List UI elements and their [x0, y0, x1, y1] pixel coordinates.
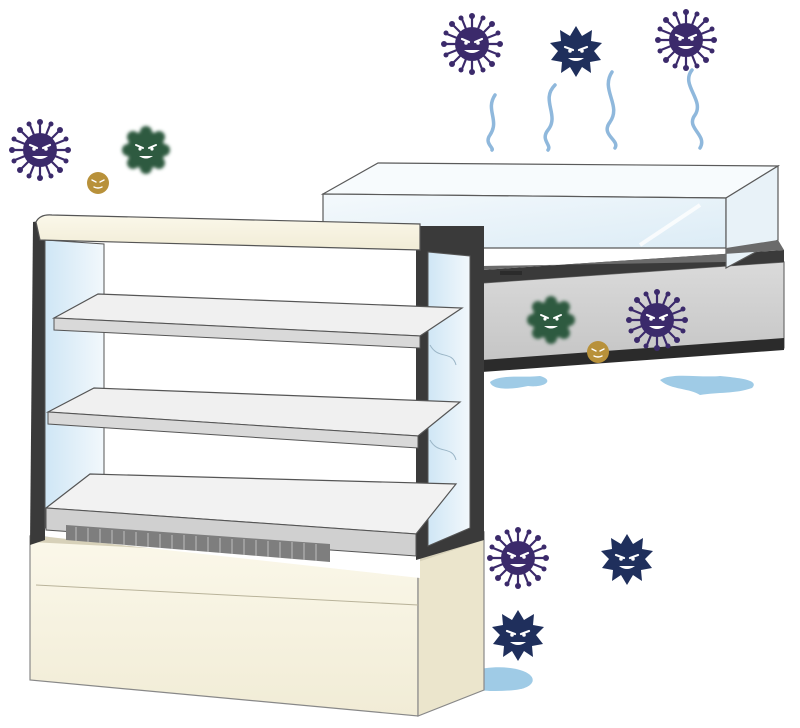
green-germ-icon: [527, 296, 575, 344]
purple-virus-icon: [485, 525, 551, 591]
gold-bacteria-icon: [586, 340, 610, 364]
green-germ-icon: [122, 126, 170, 174]
purple-virus-icon: [7, 117, 73, 183]
navy-virus-icon: [490, 608, 546, 663]
front-display-case: [29, 214, 485, 717]
purple-virus-icon: [624, 287, 690, 353]
navy-virus-icon: [548, 24, 604, 79]
purple-virus-icon: [439, 11, 505, 77]
purple-virus-icon: [653, 7, 719, 73]
gold-bacteria-icon: [86, 171, 110, 195]
navy-virus-icon: [599, 532, 655, 587]
steam-wisps: [486, 68, 704, 152]
